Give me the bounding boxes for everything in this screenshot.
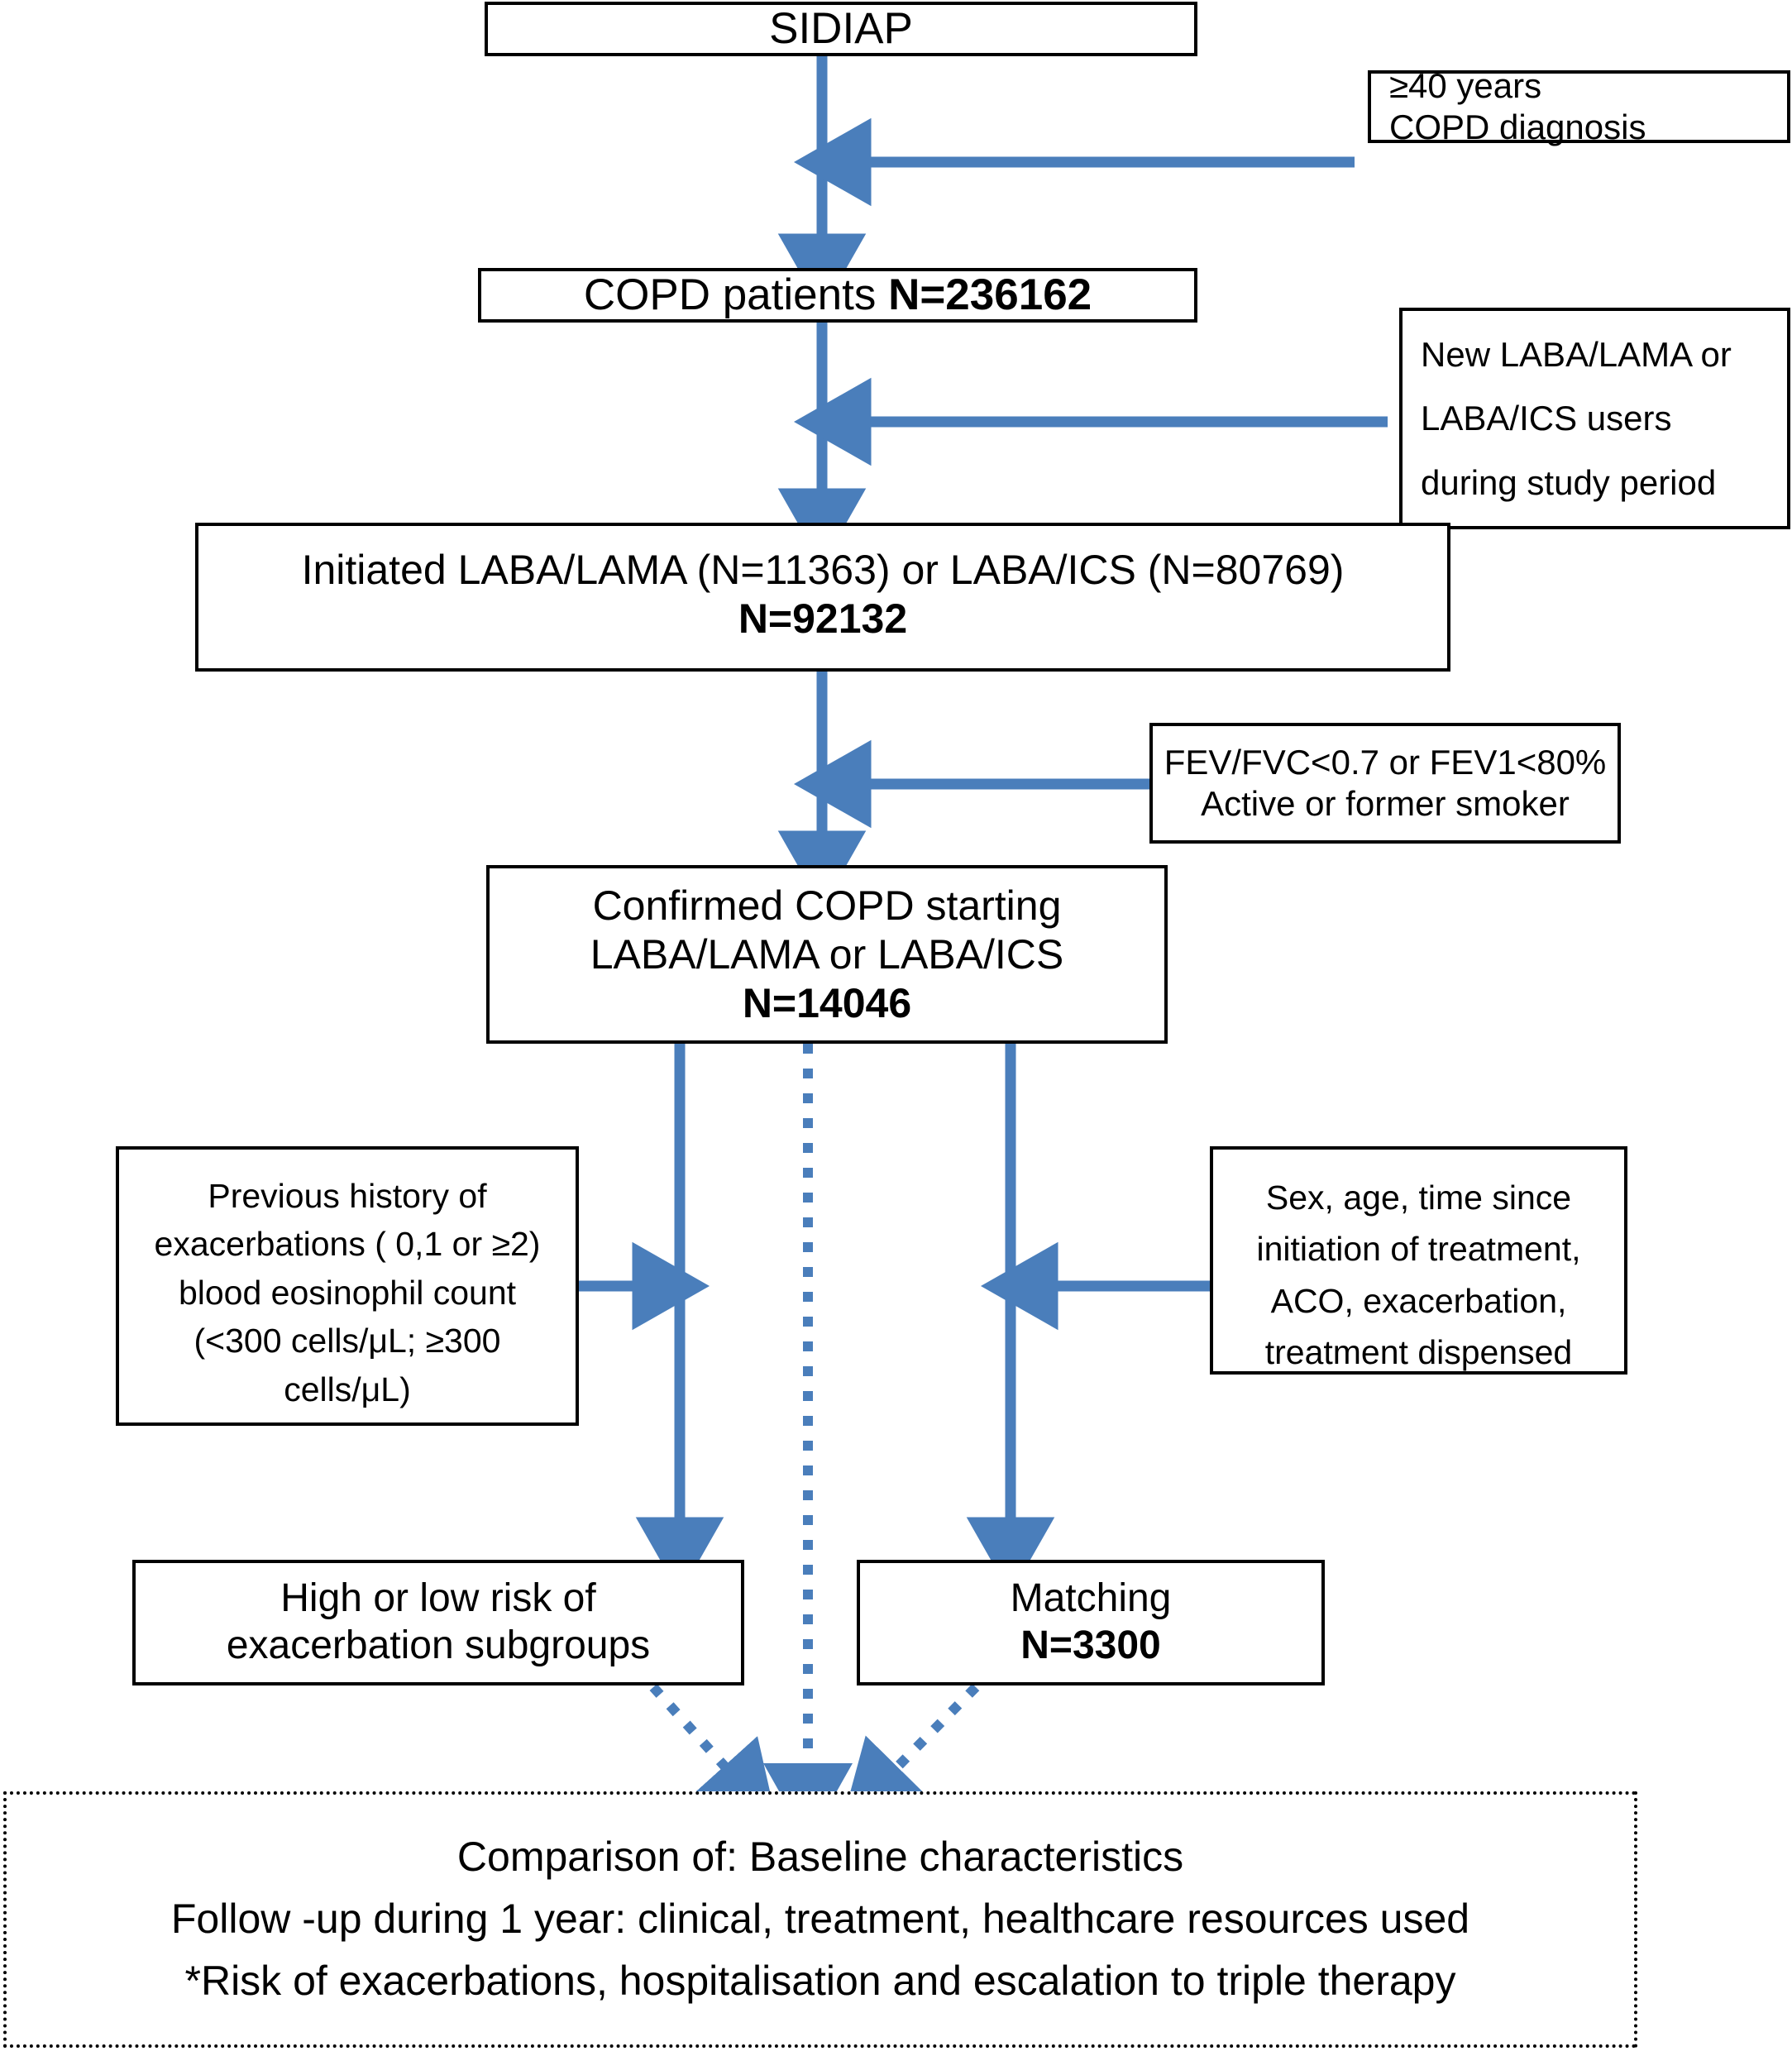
node-matching[interactable]: Matching N=3300 <box>857 1560 1325 1685</box>
node-initiated[interactable]: Initiated LABA/LAMA (N=11363) or LABA/IC… <box>195 523 1450 672</box>
previous-history-line-5: cells/μL) <box>284 1370 411 1408</box>
matching-line-1: Matching <box>1010 1576 1172 1621</box>
copd-patients-label: COPD patients N=236162 <box>481 270 1194 322</box>
node-comparison-summary[interactable]: Comparison of: Baseline characteristics … <box>3 1791 1637 2048</box>
copd-patients-text: COPD patients <box>583 270 889 319</box>
node-criteria-new-users[interactable]: New LABA/LAMA or LABA/ICS users during s… <box>1399 308 1790 529</box>
previous-history-line-1: Previous history of <box>208 1177 487 1215</box>
copd-patients-count: N=236162 <box>888 270 1092 319</box>
criteria-new-users-line-3: during study period <box>1421 462 1717 502</box>
matching-vars-line-2: initiation of treatment, <box>1256 1230 1581 1269</box>
node-previous-history[interactable]: Previous history of exacerbations ( 0,1 … <box>116 1146 579 1426</box>
criteria-fev-line-1: FEV/FVC<0.7 or FEV1<80% <box>1164 743 1607 782</box>
node-copd-patients[interactable]: COPD patients N=236162 <box>478 268 1197 323</box>
comparison-line-2: Follow -up during 1 year: clinical, trea… <box>170 1896 1470 1942</box>
node-sidiap[interactable]: SIDIAP <box>485 2 1197 56</box>
previous-history-line-4: (<300 cells/μL; ≥300 <box>194 1322 501 1360</box>
edge-subgroups-to-comparison-dotted <box>649 1683 778 1825</box>
node-confirmed-copd[interactable]: Confirmed COPD starting LABA/LAMA or LAB… <box>486 865 1168 1044</box>
comparison-line-1: Comparison of: Baseline characteristics <box>456 1834 1184 1880</box>
node-criteria-fev[interactable]: FEV/FVC<0.7 or FEV1<80% Active or former… <box>1149 723 1621 844</box>
criteria-new-users-line-2: LABA/ICS users <box>1421 399 1672 438</box>
initiated-count: N=92132 <box>738 595 908 642</box>
previous-history-line-2: exacerbations ( 0,1 or ≥2) <box>154 1225 541 1264</box>
criteria-age-line-1: ≥40 years <box>1389 66 1542 106</box>
criteria-fev-line-2: Active or former smoker <box>1201 784 1570 823</box>
edge-matching-to-comparison-dotted <box>841 1683 980 1824</box>
criteria-age-line-2: COPD diagnosis <box>1389 108 1646 146</box>
criteria-new-users-line-1: New LABA/LAMA or <box>1421 334 1732 374</box>
confirmed-line-1: Confirmed COPD starting <box>592 882 1062 929</box>
node-risk-subgroups[interactable]: High or low risk of exacerbation subgrou… <box>132 1560 744 1685</box>
comparison-line-3: *Risk of exacerbations, hospitalisation … <box>184 1958 1456 2004</box>
risk-subgroups-line-2: exacerbation subgroups <box>226 1623 651 1667</box>
matching-vars-line-3: ACO, exacerbation, <box>1270 1281 1567 1320</box>
matching-vars-line-1: Sex, age, time since <box>1265 1179 1572 1217</box>
matching-vars-line-4: treatment dispensed <box>1264 1333 1573 1372</box>
confirmed-count: N=14046 <box>742 979 912 1026</box>
matching-count: N=3300 <box>1020 1623 1161 1667</box>
node-sidiap-label: SIDIAP <box>769 3 913 53</box>
previous-history-line-3: blood eosinophil count <box>178 1273 517 1312</box>
risk-subgroups-line-1: High or low risk of <box>280 1576 596 1621</box>
node-matching-variables[interactable]: Sex, age, time since initiation of treat… <box>1210 1146 1627 1375</box>
node-criteria-age[interactable]: ≥40 years COPD diagnosis <box>1368 66 1790 146</box>
initiated-line-1: Initiated LABA/LAMA (N=11363) or LABA/IC… <box>301 547 1345 593</box>
confirmed-line-2: LABA/LAMA or LABA/ICS <box>590 930 1064 978</box>
